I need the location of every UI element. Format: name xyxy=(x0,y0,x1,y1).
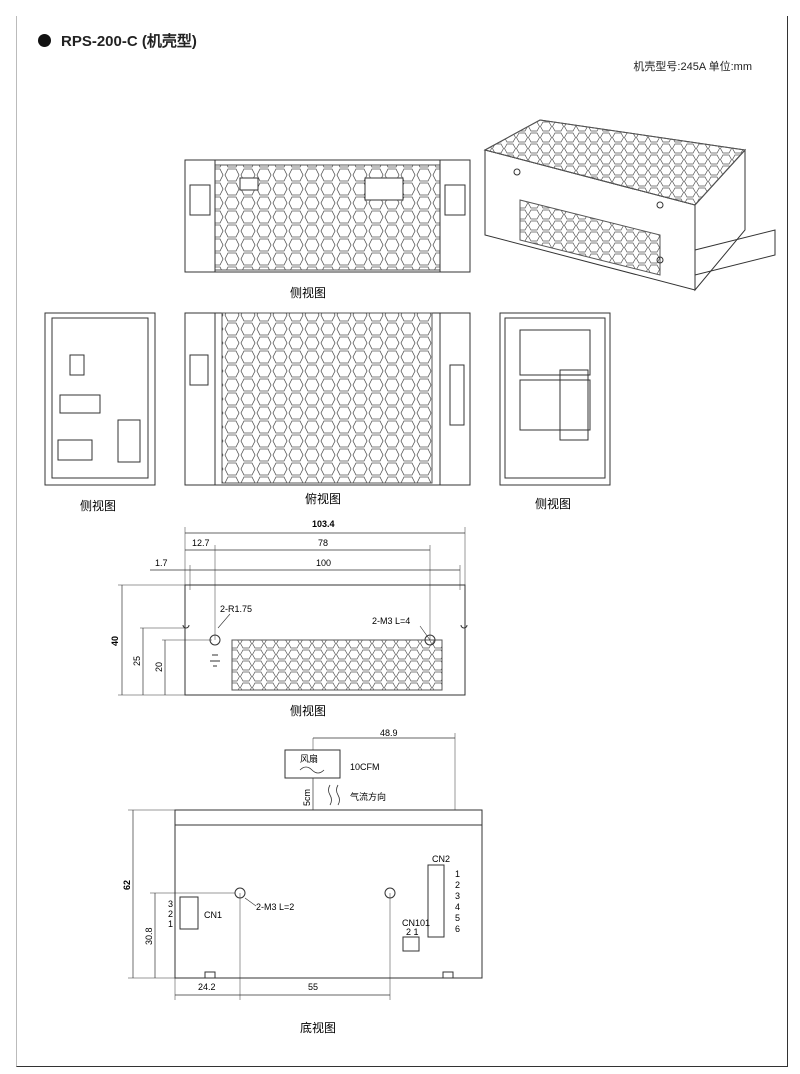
cn101-label: CN101 xyxy=(402,918,430,928)
cn2-label: CN2 xyxy=(432,854,450,864)
cn2-pin-4: 4 xyxy=(455,902,460,912)
cn1-pin-2: 2 xyxy=(168,909,173,919)
cn2-pin-3: 3 xyxy=(455,891,460,901)
caption-side-view-left: 侧视图 xyxy=(80,498,116,513)
caption-top-view: 俯视图 xyxy=(305,491,341,506)
caption-side-view-top: 侧视图 xyxy=(290,285,326,300)
airflow-direction: 气流方向 xyxy=(350,791,386,802)
side-view-top xyxy=(184,159,471,273)
radius-note: 2-R1.75 xyxy=(220,604,252,614)
screw-note-side: 2-M3 L=4 xyxy=(372,616,410,626)
caption-bottom-view: 底视图 xyxy=(300,1020,336,1035)
cn1-pin-3: 3 xyxy=(168,899,173,909)
dim-1-7: 1.7 xyxy=(155,558,168,568)
side-view-left xyxy=(44,312,156,486)
caption-side-view-right: 侧视图 xyxy=(535,496,571,511)
dim-48-9: 48.9 xyxy=(380,728,398,738)
dim-25: 25 xyxy=(132,656,142,666)
caption-side-view-dim: 侧视图 xyxy=(290,703,326,718)
dim-30-8: 30.8 xyxy=(144,927,154,945)
fan-label: 风扇 xyxy=(300,753,318,764)
cn2-pin-5: 5 xyxy=(455,913,460,923)
airflow-value: 10CFM xyxy=(350,762,380,772)
dim-overall-width: 103.4 xyxy=(312,519,335,529)
cn1-pin-1: 1 xyxy=(168,919,173,929)
dim-100: 100 xyxy=(316,558,331,568)
cn2-pin-1: 1 xyxy=(455,869,460,879)
top-view xyxy=(184,312,471,486)
fan-airflow xyxy=(284,733,456,810)
cn2-pin-6: 6 xyxy=(455,924,460,934)
model-title: RPS-200-C (机壳型) xyxy=(61,33,197,50)
side-view-right xyxy=(499,312,611,486)
dim-62: 62 xyxy=(122,880,132,890)
isometric-view xyxy=(483,119,776,292)
distance-label: 5cm xyxy=(302,789,312,806)
dim-78: 78 xyxy=(318,538,328,548)
cn2-pin-2: 2 xyxy=(455,880,460,890)
bottom-view xyxy=(128,809,483,1000)
page-frame xyxy=(16,16,788,1067)
dim-12-7: 12.7 xyxy=(192,538,210,548)
case-info: 机壳型号:245A 单位:mm xyxy=(633,61,752,73)
cn1-label: CN1 xyxy=(204,910,222,920)
dim-20: 20 xyxy=(154,662,164,672)
page-title: RPS-200-C (机壳型) xyxy=(38,30,197,51)
dim-55: 55 xyxy=(308,982,318,992)
dim-24-2: 24.2 xyxy=(198,982,216,992)
side-view-dimensioned xyxy=(118,527,468,696)
bullet-icon xyxy=(38,34,51,47)
screw-note-bottom: 2-M3 L=2 xyxy=(256,902,294,912)
cn101-pins: 2 1 xyxy=(406,927,419,937)
dim-40: 40 xyxy=(110,636,120,646)
